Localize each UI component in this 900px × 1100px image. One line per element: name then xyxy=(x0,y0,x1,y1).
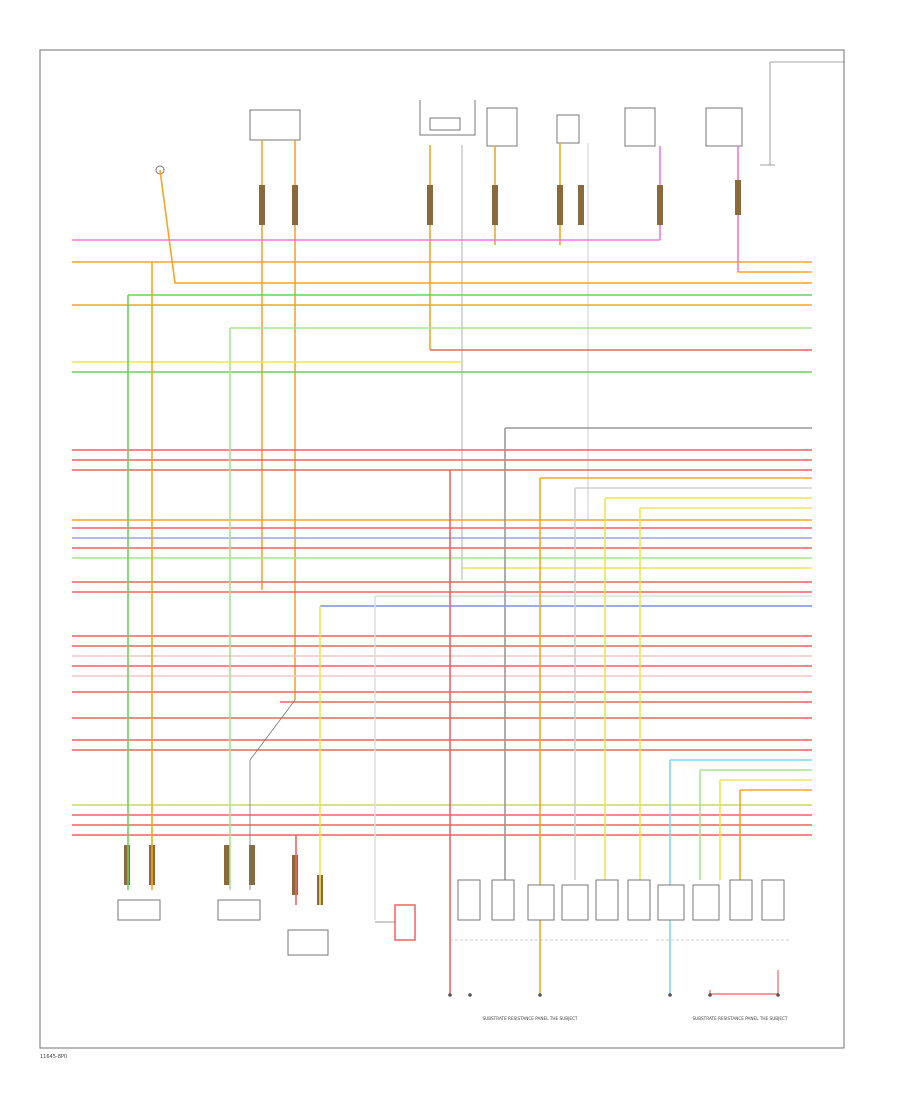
brake-switch-bracket xyxy=(419,100,476,136)
sensor-bottom-left-1 xyxy=(117,899,161,921)
sensor-box-3 xyxy=(624,107,656,147)
solenoid-bank-left xyxy=(450,879,651,941)
legend-bottom-left: SUBSTRATE RESISTANCE PANEL THE SUBJECT xyxy=(483,1016,578,1021)
sensor-bottom-mid xyxy=(287,929,329,956)
horizontal-wires xyxy=(72,169,812,836)
bottom-components xyxy=(117,879,790,995)
top-right-bracket xyxy=(760,61,845,166)
legend-bottom-right: SUBSTRATE RESISTANCE PANEL THE SUBJECT xyxy=(693,1016,788,1021)
transmission-range-sensor xyxy=(249,109,301,141)
diagram-frame xyxy=(39,49,845,1049)
vertical-wires xyxy=(127,262,741,995)
sensor-bottom-left-2 xyxy=(217,899,261,921)
sensor-box-1 xyxy=(486,107,518,147)
footer-code: 11645-8P0 xyxy=(40,1054,67,1060)
bottom-grounds xyxy=(448,993,780,997)
bottom-legends: SUBSTRATE RESISTANCE PANEL THE SUBJECT S… xyxy=(483,1016,788,1021)
relay-loop xyxy=(394,904,416,941)
top-drops xyxy=(261,140,739,700)
sensor-box-2 xyxy=(556,114,580,144)
sensor-box-4 xyxy=(705,107,743,147)
solenoid-bank-right xyxy=(656,879,790,995)
brake-switch xyxy=(429,117,461,131)
connector-ticks xyxy=(124,180,741,905)
top-components xyxy=(155,100,743,175)
